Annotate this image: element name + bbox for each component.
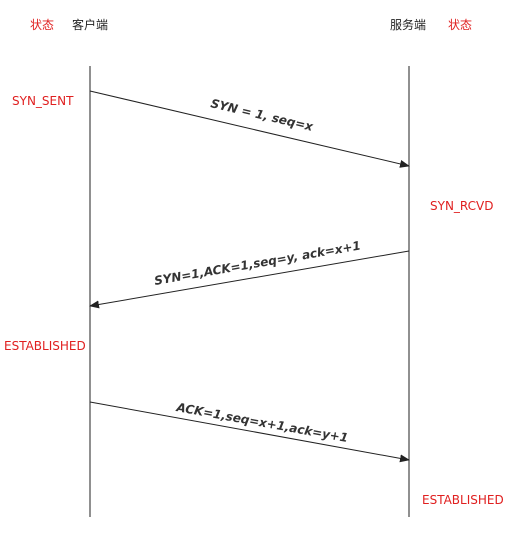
server-state-header: 状态	[448, 18, 473, 32]
client-header: 客户端	[72, 18, 109, 32]
server-state-syn-rcvd: SYN_RCVD	[430, 199, 494, 213]
client-state-header: 状态	[30, 18, 55, 32]
server-header: 服务端	[390, 18, 427, 32]
server-state-established: ESTABLISHED	[422, 493, 504, 507]
message-arrow-syn-ack	[89, 250, 410, 309]
client-state-syn-sent: SYN_SENT	[12, 94, 74, 108]
message-label-syn-ack: SYN=1,ACK=1,seq=y, ack=x+1	[153, 239, 362, 288]
message-label-syn: SYN = 1, seq=x	[209, 96, 315, 134]
message-arrow-syn	[89, 90, 410, 168]
client-state-established: ESTABLISHED	[4, 339, 86, 353]
message-arrow-ack	[89, 401, 410, 463]
